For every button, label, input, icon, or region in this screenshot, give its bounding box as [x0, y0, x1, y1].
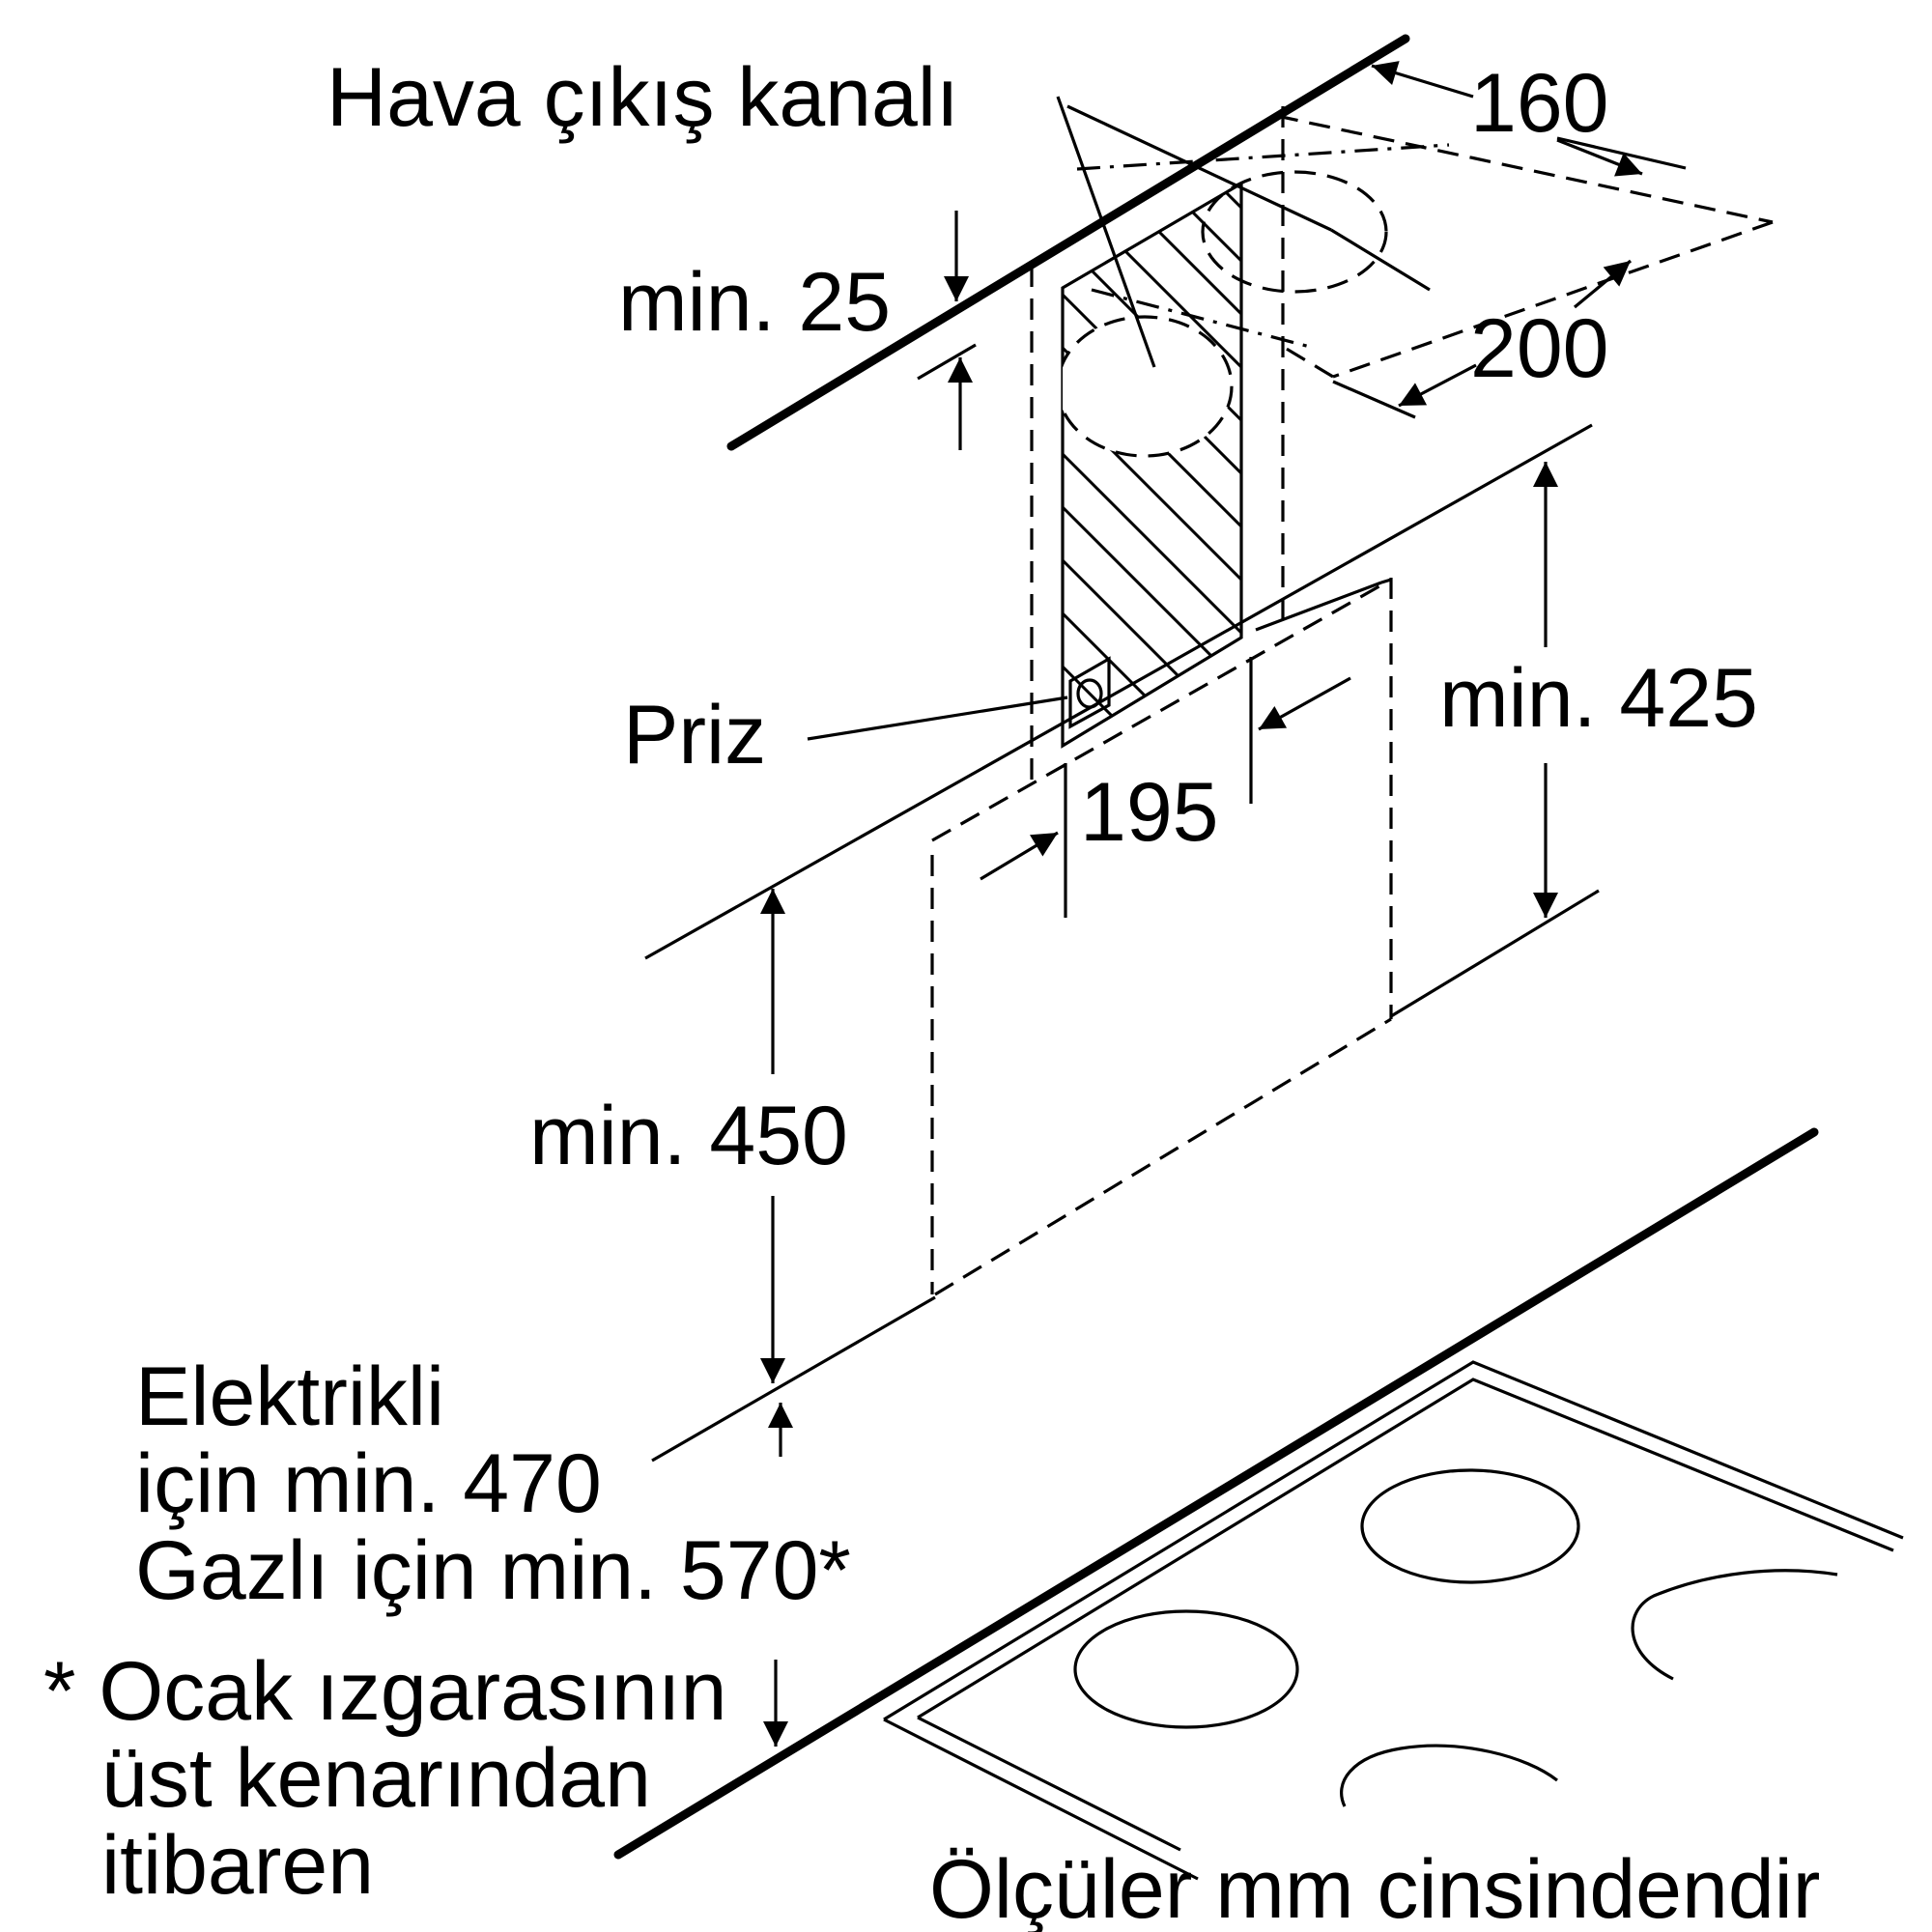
- footnote-line2: üst kenarından: [101, 1732, 651, 1825]
- dim-min425-label: min. 425: [1439, 652, 1758, 745]
- dim-160: [1371, 61, 1687, 177]
- dim-min450: [760, 889, 793, 1747]
- dim-160-label: 160: [1470, 57, 1609, 150]
- ceiling-line: [726, 34, 1410, 451]
- dim-min25: [917, 211, 977, 450]
- burner: [1360, 1468, 1580, 1584]
- dim-min25-label: min. 25: [618, 256, 891, 349]
- gas-value: Gazlı için min. 570*: [135, 1524, 851, 1617]
- duct-dashed-outline: [1030, 106, 1388, 784]
- hood-outline: [644, 423, 1600, 1463]
- dim-195: [980, 657, 1351, 918]
- dim-200: [1398, 259, 1633, 408]
- electric-label: Elektrikli: [135, 1350, 444, 1443]
- air-outlet-label: Hava çıkış kanalı: [327, 51, 959, 144]
- burner: [1073, 1609, 1299, 1729]
- burner: [1631, 1569, 1838, 1681]
- socket-label: Priz: [623, 689, 766, 781]
- footnote-line1: * Ocak ızgarasının: [43, 1645, 726, 1738]
- air-outlet-duct: [1061, 181, 1243, 749]
- footnote-line3: itibaren: [101, 1819, 374, 1912]
- electric-value: için min. 470: [135, 1437, 602, 1530]
- dim-195-label: 195: [1080, 766, 1219, 859]
- burner: [1340, 1744, 1558, 1807]
- leader-lines: [807, 96, 1156, 741]
- units-note: Ölçüler mm cinsindendir: [929, 1843, 1820, 1932]
- dim-200-label: 200: [1470, 302, 1609, 395]
- cooktop: [613, 1127, 1904, 1881]
- dim-min450-label: min. 450: [529, 1090, 848, 1182]
- duct-top-outline: [1066, 104, 1774, 419]
